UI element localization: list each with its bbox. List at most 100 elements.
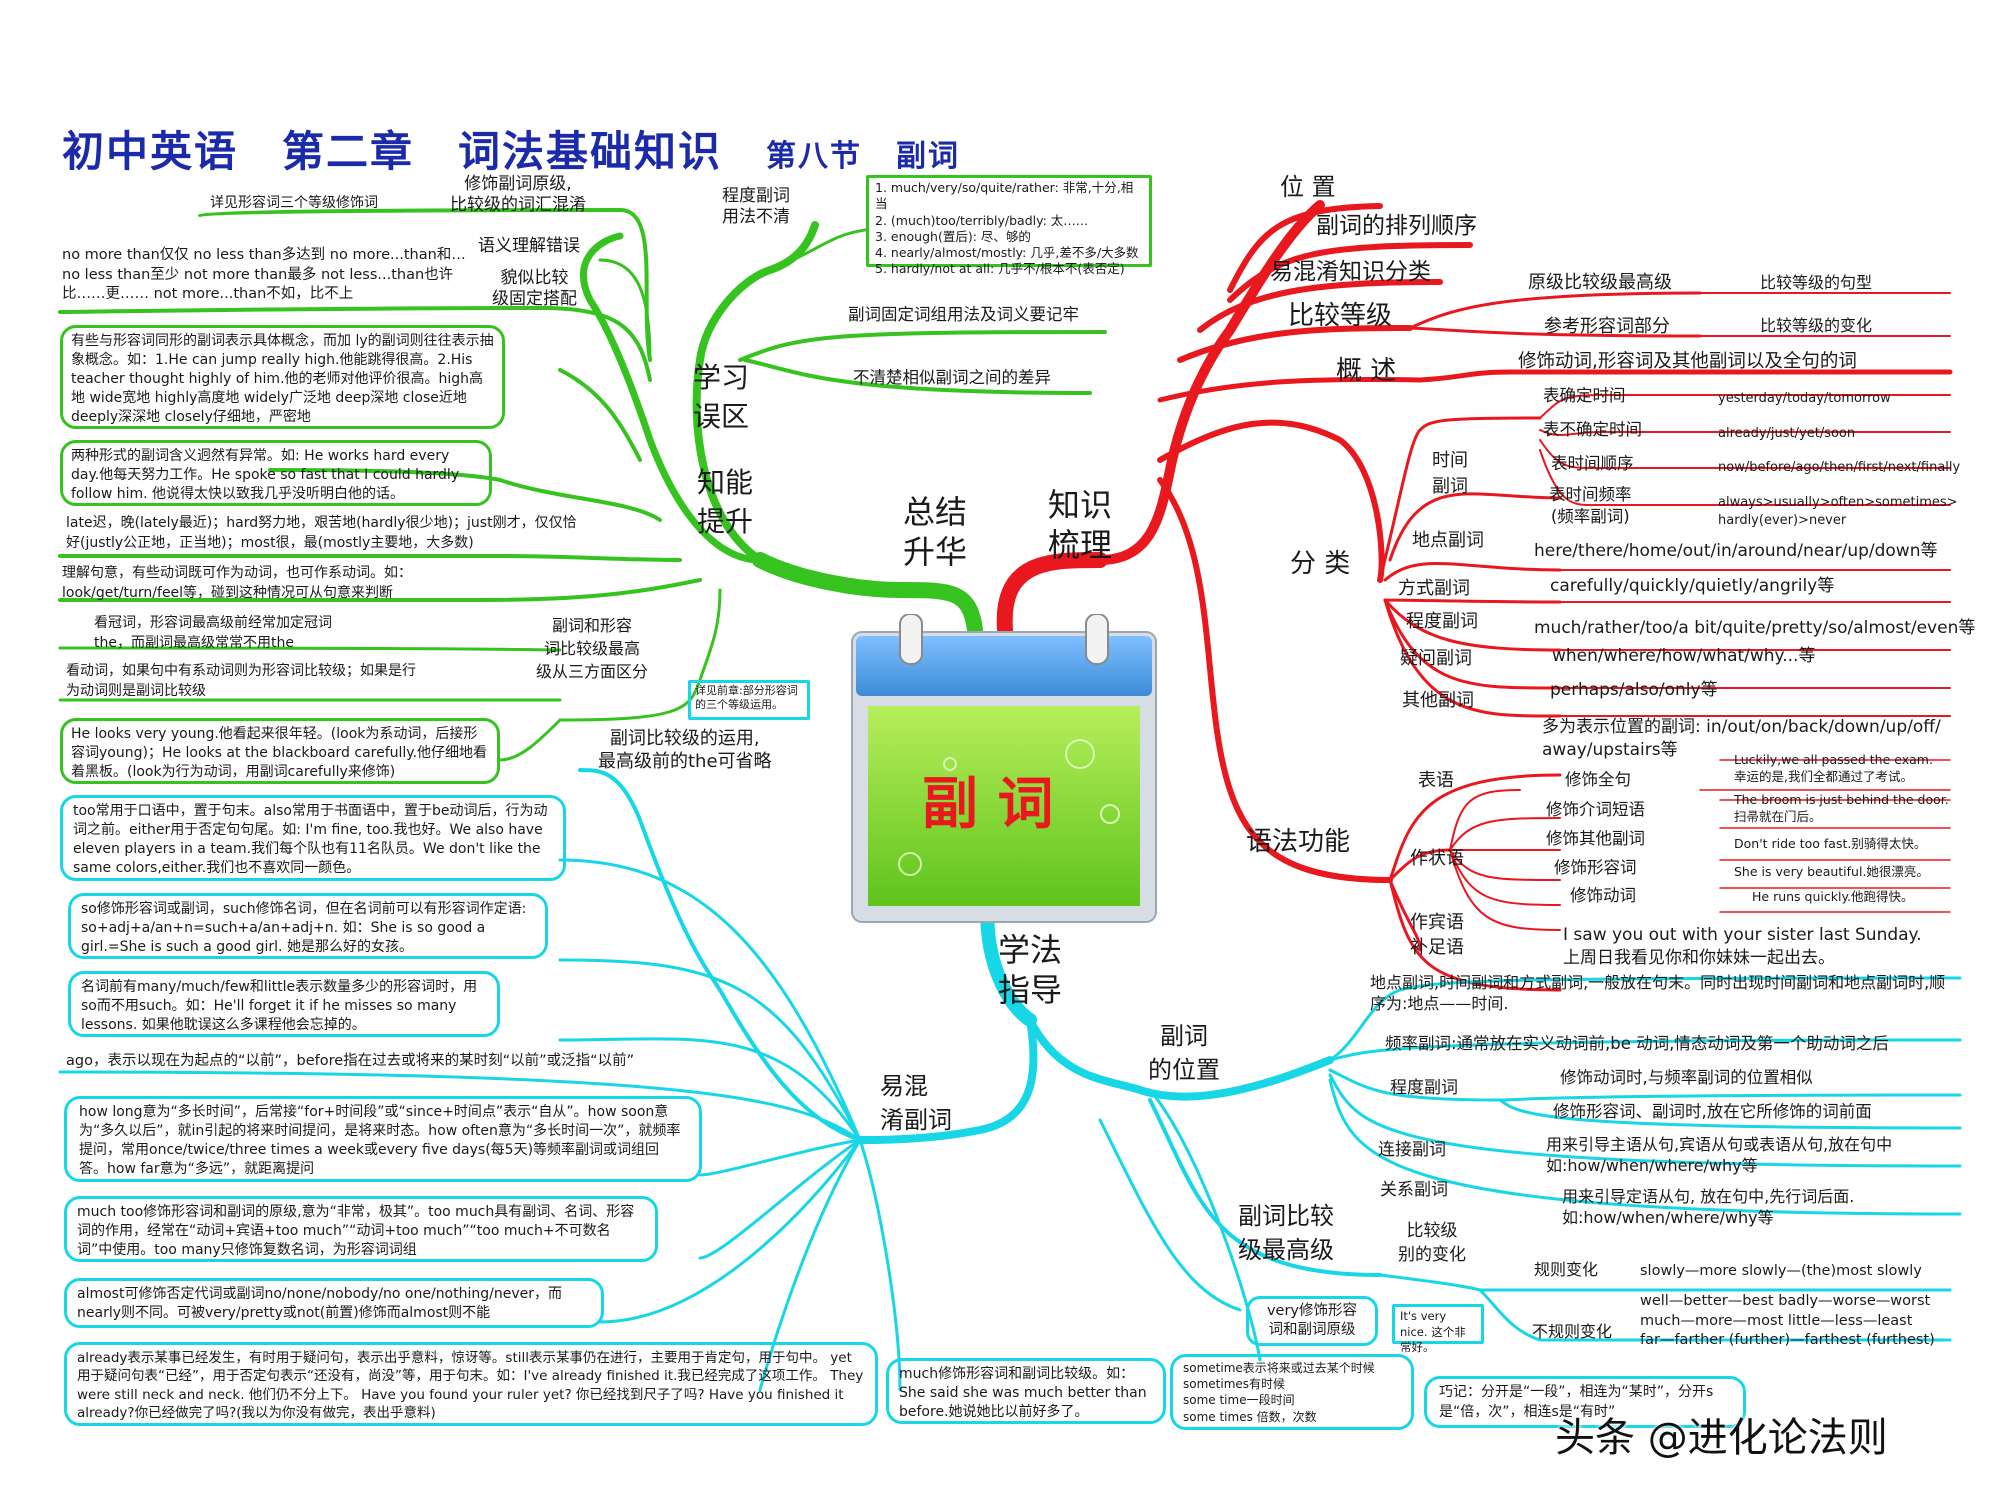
center-calendar: 副 词	[850, 613, 1160, 924]
label-easily-confused: 易混淆副词	[880, 1072, 952, 1134]
red-branch-pl	[1227, 242, 1473, 303]
green-box-same-form: 有些与形容词同形的副词表示具体概念，而加 ly的副词则往往表示抽象概念。如：1.…	[60, 325, 505, 429]
red-other-adverb: 其他副词	[1402, 690, 1474, 711]
red-cankao: 参考形容词部分	[1544, 316, 1670, 337]
red-adverbial-item-0: 修饰全句	[1565, 770, 1631, 789]
red-branch-gs	[1157, 369, 1953, 403]
red-other-adverb-r: perhaps/also/only等	[1550, 680, 1718, 700]
red-place-adverb: 地点副词	[1412, 530, 1484, 551]
red-adverbial-item-1-r: The broom is just behind the door.扫帚就在门后…	[1734, 792, 1949, 824]
label-xuexi-wuqu: 学习误区	[693, 361, 750, 434]
red-time-item-1-r: already/just/yet/soon	[1718, 426, 1856, 441]
cyan-lj	[1328, 1073, 1962, 1168]
cyan-box-too-also-either: too常用于口语中，置于句末。also常用于书面语中，置于be动词后，行为动词之…	[60, 795, 566, 881]
red-degree-adverb: 程度副词	[1406, 611, 1478, 632]
label-see-adjective: 详见形容词三个等级修饰词	[210, 195, 378, 211]
cyan-box-almost: almost可修饰否定代词或副词no/none/nobody/no one/no…	[64, 1278, 604, 1328]
cyan-box-so-such: so修饰形容词或副词，such修饰名词，但在名词前可以有形容词作定语: so+a…	[68, 893, 548, 959]
red-time-item-2-r: now/before/ago/then/first/next/finally	[1718, 460, 1961, 475]
calendar-icon	[851, 613, 1157, 923]
green-kgc	[58, 646, 562, 702]
red-branch-bj2	[1408, 291, 1702, 330]
label-degree-adverb-pos: 程度副词	[1390, 1078, 1458, 1098]
green-mh	[58, 305, 652, 382]
label-guding-cizu: 副词固定词组用法及词义要记牢	[848, 305, 1079, 324]
red-adverbial-item-2-r: Don't ride too fast.别骑得太快。	[1734, 836, 1927, 851]
red-adverbial: 作状语	[1410, 848, 1464, 869]
green-box2	[268, 468, 662, 522]
frequency-position-text: 频率副词:通常放在实义动词前,be 动词,情态动词及第一个助动词之后	[1385, 1034, 1889, 1053]
cyan-cd	[1328, 1068, 1962, 1130]
green-box-two-forms: 两种形式的副词含义迥然有异常。如: He works hard every da…	[60, 440, 492, 506]
red-time-item-1: 表不确定时间	[1543, 420, 1642, 439]
main-label-zongjie: 总结升华	[903, 493, 968, 571]
see-previous-chapter-note: 详见前章:部分形容词的三个等级运用。	[688, 680, 810, 720]
no-more-than-text: no more than仅仅 no less than多达到 no more..…	[62, 247, 466, 303]
red-predicative: 表语	[1418, 770, 1454, 791]
red-zz-fork	[1449, 789, 1561, 931]
red-sj-fork	[1539, 394, 1951, 507]
red-adverbial-item-3: 修饰形容词	[1554, 858, 1637, 877]
red-place-adverb-r: here/there/home/out/in/around/near/up/do…	[1534, 541, 1938, 561]
article-check-text: 看冠词，形容词最高级前经常加定冠词the，而副词最高级常常不用the	[94, 615, 332, 651]
cyan-very	[1098, 1118, 1242, 1312]
label-irregular-change: 不规则变化	[1532, 1322, 1613, 1341]
title-part-name: 副词	[896, 139, 961, 174]
memory-tip-box: 巧记：分开是“一段”，相连为“某时”，分开s是“倍，次”，相连s是“有时”	[1424, 1376, 1746, 1428]
label-comparative-usage: 副词比较级的运用,最高级前的the可省略	[598, 728, 772, 772]
red-branch-bj	[1177, 325, 1413, 363]
green-yyl	[598, 258, 652, 362]
red-adverbial-item-3-r: She is very beautiful.她很漂亮。	[1734, 864, 1929, 879]
red-yuanji: 原级比较级最高级	[1528, 272, 1672, 293]
red-time-item-3: 表时间频率(频率副词)	[1549, 485, 1632, 527]
place-time-position-text: 地点副词,时间副词和方式副词,一般放在句末。同时出现时间副词和地点副词时,顺序为…	[1370, 973, 1946, 1014]
very-nice-example: It's very nice. 这个非常好。	[1392, 1304, 1484, 1354]
red-manner-adverb: 方式副词	[1398, 578, 1470, 599]
red-yihunxiao: 易混淆知识分类	[1270, 259, 1431, 285]
cyan-right-pos	[1328, 976, 1962, 1062]
red-branch-bj3	[1408, 326, 1702, 338]
red-time-item-2: 表时间顺序	[1551, 454, 1634, 473]
red-question-adverb: 疑问副词	[1400, 648, 1472, 669]
cyan-hub	[578, 768, 862, 1142]
red-gaishu-right: 修饰动词,形容词及其他副词以及全句的词	[1518, 351, 1857, 372]
label-relative-adverb: 关系副词	[1380, 1180, 1448, 1200]
cyan-box-many-much: 名词前有many/much/few和little表示数量多少的形容词时，用so而…	[68, 971, 500, 1037]
red-time-item-0-r: yesterday/today/tomorrow	[1718, 391, 1891, 406]
green-main-left	[580, 232, 764, 564]
red-question-adverb-r: when/where/how/what/why...等	[1552, 646, 1816, 666]
cyan-box-much-comparative: much修饰形容词和副词比较级。如：She said she was much …	[886, 1358, 1166, 1424]
label-maosi-bijiao: 貌似比较级固定搭配	[492, 268, 577, 310]
green-xs	[198, 207, 652, 362]
center-label: 副 词	[922, 771, 1054, 837]
red-cankao-right: 比较等级的变化	[1760, 316, 1873, 335]
verb-check-text: 看动词，如果句中有系动词则为形容词比较级；如果是行为动词则是副词比较级	[66, 663, 416, 699]
green-main-up	[692, 221, 819, 564]
red-time-item-3-r: always>usually>often>sometimes>hardly(ev…	[1718, 495, 1958, 529]
linking-verb-judge-text: 理解句意，有些动词既可作为动词，也可作系动词。如：look/get/turn/f…	[62, 565, 412, 601]
page-title: 初中英语第二章词法基础知识第八节副词	[62, 118, 1004, 179]
red-degree-adverb-r: much/rather/too/a bit/quite/pretty/so/al…	[1534, 618, 1976, 638]
red-grammar-function: 语法功能	[1246, 827, 1351, 857]
cyan-hub-fanout	[58, 858, 902, 1392]
cyan-main-left	[856, 1016, 1038, 1144]
cyan-box-already-still-yet: already表示某事已经发生，有时用于疑问句，表示出乎意料，惊讶等。still…	[64, 1342, 878, 1426]
relative-adverb-text: 用来引导定语从句, 放在句中,先行词后面. 如:how/when/where/w…	[1562, 1187, 1855, 1228]
red-adverbial-item-4: 修饰动词	[1570, 886, 1636, 905]
red-pailie: 副词的排列顺序	[1316, 213, 1477, 239]
cyan-gx	[1328, 1078, 1962, 1216]
red-other-lines	[1559, 569, 1951, 717]
regular-change-text: slowly—more slowly—(the)most slowly	[1640, 1263, 1922, 1279]
cyan-box-how-long: how long意为“多长时间”，后常接“for+时间段”或“since+时间点…	[64, 1096, 702, 1182]
label-regular-change: 规则变化	[1534, 1260, 1599, 1279]
degree-pos-b: 修饰形容词、副词时,放在它所修饰的词前面	[1553, 1102, 1872, 1121]
green-cd	[768, 228, 867, 272]
red-yuanji-right: 比较等级的句型	[1760, 273, 1873, 292]
green-fx	[558, 588, 722, 722]
red-branch-yh	[1197, 279, 1443, 333]
label-comparative-superlative: 副词比较级最高级	[1238, 1202, 1334, 1264]
red-trunk	[996, 552, 1108, 638]
main-label-zhishi: 知识梳理	[1048, 486, 1113, 564]
